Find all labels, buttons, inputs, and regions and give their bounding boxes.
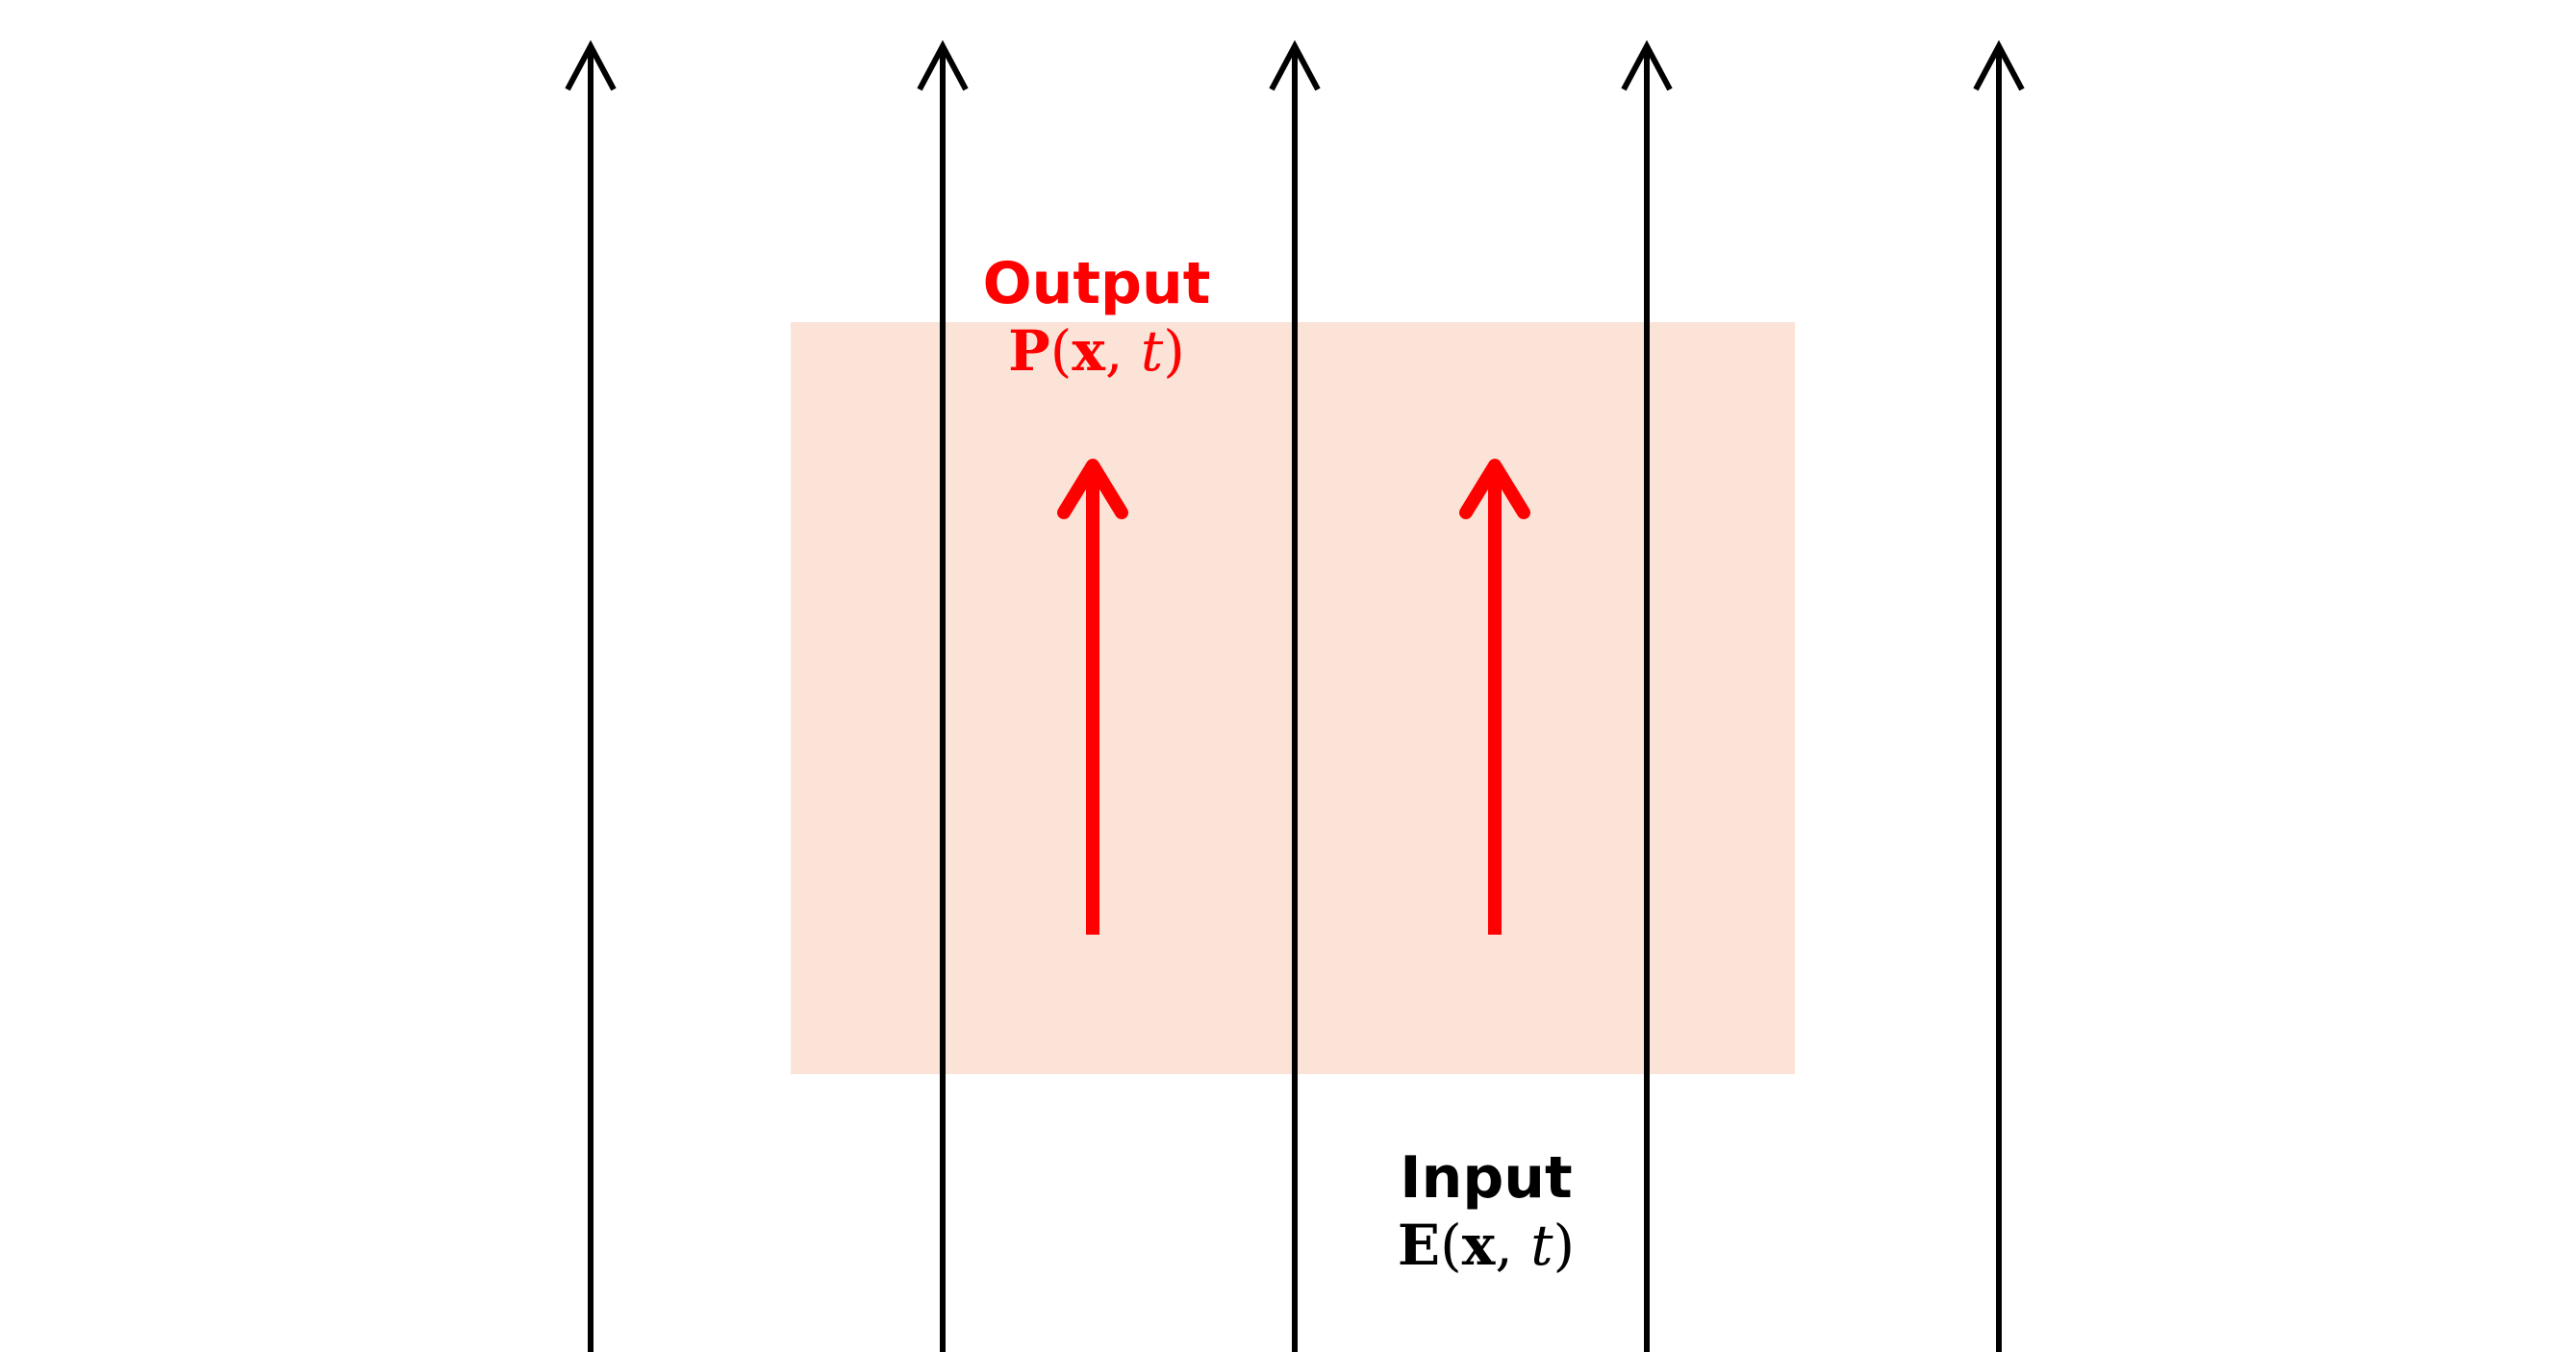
output-label: Output P(x, t)	[972, 250, 1222, 385]
field-arrow	[1269, 39, 1321, 1352]
output-formula: P(x, t)	[972, 317, 1222, 385]
response-arrow	[1057, 459, 1128, 935]
input-formula: E(x, t)	[1356, 1212, 1616, 1279]
field-arrow	[1973, 39, 2025, 1352]
output-vector-symbol: P	[1008, 318, 1050, 384]
input-title: Input	[1400, 1144, 1573, 1212]
response-arrow	[1459, 459, 1530, 935]
field-arrow	[1621, 39, 1673, 1352]
output-position-symbol: x	[1072, 318, 1106, 384]
output-close-paren: )	[1163, 318, 1185, 384]
input-label: Input E(x, t)	[1356, 1144, 1616, 1279]
input-field-arrows	[565, 39, 2025, 1352]
field-arrow	[565, 39, 617, 1352]
output-time-symbol: t	[1140, 318, 1164, 384]
input-separator: ,	[1495, 1213, 1531, 1278]
input-vector-symbol: E	[1397, 1213, 1441, 1278]
output-separator: ,	[1105, 318, 1141, 384]
field-arrow	[917, 39, 969, 1352]
input-open-paren: (	[1440, 1213, 1462, 1278]
input-position-symbol: x	[1461, 1213, 1496, 1278]
input-close-paren: )	[1553, 1213, 1576, 1278]
output-open-paren: (	[1049, 318, 1073, 384]
input-time-symbol: t	[1530, 1213, 1553, 1278]
polarization-response-arrows	[1057, 459, 1530, 935]
output-title: Output	[982, 250, 1211, 317]
